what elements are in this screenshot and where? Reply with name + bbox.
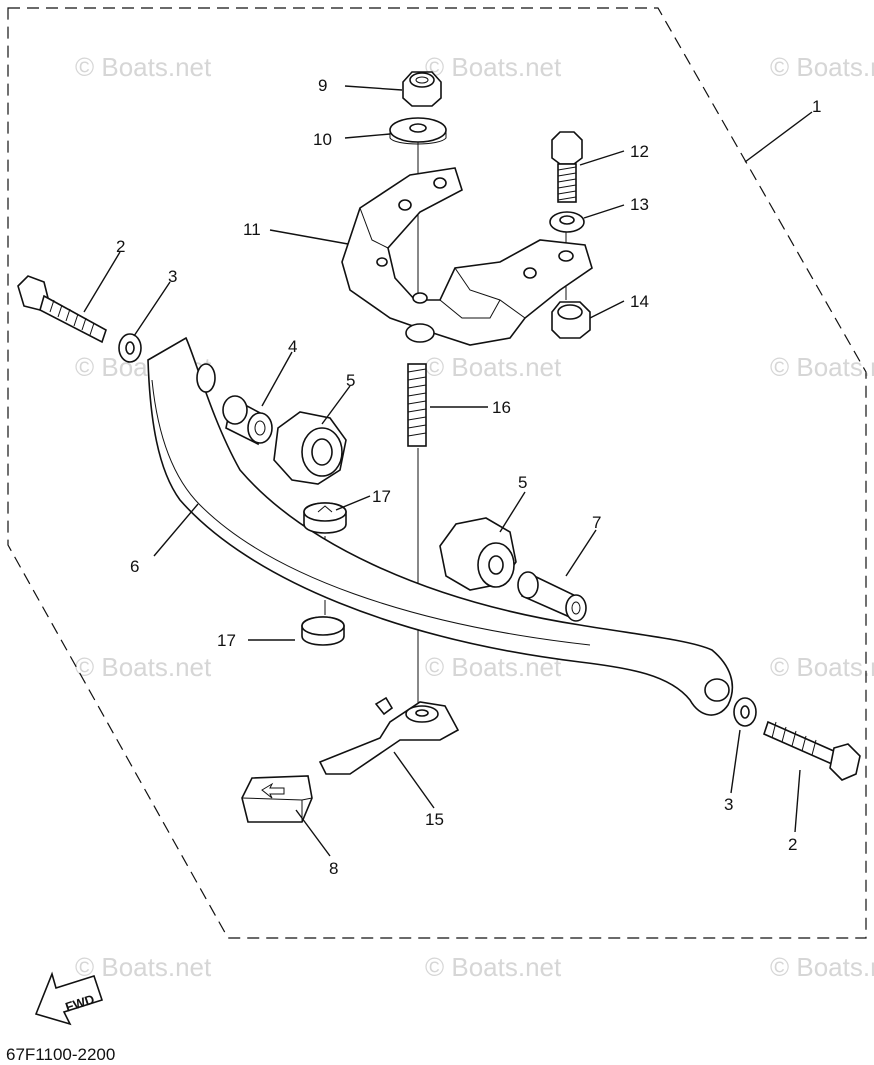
washer-3-left: [118, 333, 142, 363]
watermark: © Boats.net: [770, 952, 874, 982]
upper-bracket: [341, 167, 593, 346]
callout-13: 13: [630, 195, 649, 214]
callout-9: 9: [318, 76, 327, 95]
bolt-2-left: [17, 275, 107, 344]
diagram-code: 67F1100-2200: [6, 1045, 115, 1064]
watermark: © Boats.net: [425, 952, 562, 982]
callout-17: 17: [217, 631, 236, 650]
washer-10: [389, 117, 447, 145]
callout-3: 3: [168, 267, 177, 286]
callout-11: 11: [243, 220, 261, 239]
callout-15: 15: [425, 810, 444, 829]
callout-5: 5: [518, 473, 527, 492]
watermark: © Boats.net: [770, 652, 874, 682]
watermark: © Boats.net: [75, 52, 212, 82]
watermark: © Boats.net: [75, 952, 212, 982]
callout-2: 2: [788, 835, 797, 854]
watermark: © Boats.net: [75, 652, 212, 682]
washer-3-right: [733, 697, 757, 727]
callout-7: 7: [592, 513, 601, 532]
callout-16: 16: [492, 398, 511, 417]
plate-15: [318, 696, 460, 775]
callout-1: 1: [812, 97, 821, 116]
assembly-outline: [7, 7, 867, 939]
fwd-arrow-icon: FWD: [34, 971, 104, 1026]
watermark: © Boats.net: [770, 52, 874, 82]
callouts: 1 2 3 4 5 6 5 7 17 17 9 10 11 12 13 14 1…: [116, 76, 821, 878]
callout-3: 3: [724, 795, 733, 814]
watermark: © Boats.net: [425, 52, 562, 82]
callout-2: 2: [116, 237, 125, 256]
callout-14: 14: [630, 292, 649, 311]
watermark: © Boats.net: [425, 352, 562, 382]
washer-13: [549, 211, 585, 233]
grommet-8: [241, 775, 313, 823]
callout-6: 6: [130, 557, 139, 576]
collar-7: [517, 571, 587, 622]
watermarks: © Boats.net © Boats.net © Boats.net © Bo…: [75, 52, 874, 982]
callout-17: 17: [372, 487, 391, 506]
stud-16: [407, 363, 427, 447]
steering-bracket-arm: [147, 336, 734, 716]
collar-4: [222, 395, 273, 446]
nut-9: [402, 71, 442, 107]
callout-8: 8: [329, 859, 338, 878]
callout-5: 5: [346, 371, 355, 390]
bolt-12: [551, 131, 583, 203]
bushing-5-lower: [439, 517, 517, 591]
cap-17-lower: [301, 616, 345, 646]
bushing-5-upper: [273, 411, 347, 485]
bolt-2-right: [763, 720, 861, 781]
cap-17-upper: [303, 502, 347, 534]
callout-10: 10: [313, 130, 332, 149]
leader-lines: [83, 85, 813, 857]
watermark: © Boats.net: [770, 352, 874, 382]
nut-14: [551, 301, 591, 339]
callout-12: 12: [630, 142, 649, 161]
callout-4: 4: [288, 337, 297, 356]
